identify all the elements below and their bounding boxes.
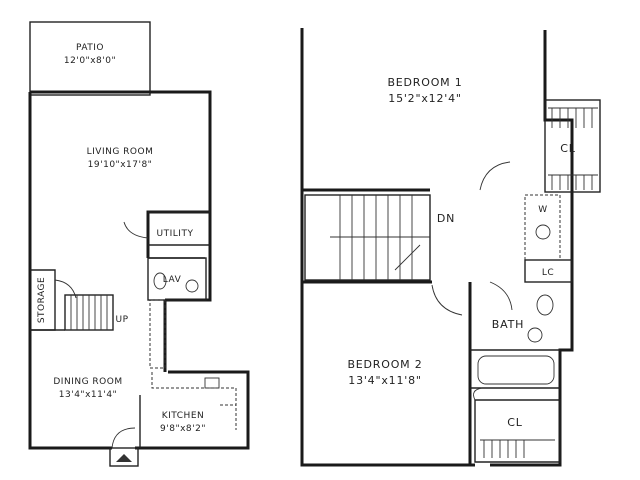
patio-label: PATIO bbox=[76, 43, 104, 53]
bedroom1-dims: 15'2"x12'4" bbox=[388, 92, 461, 105]
toilet-icon bbox=[153, 272, 167, 290]
bedroom1-door-swing bbox=[479, 161, 511, 191]
closet-2-label: CL bbox=[507, 416, 522, 429]
kitchen-label: KITCHEN bbox=[162, 411, 205, 421]
dining-room-dims: 13'4"x11'4" bbox=[59, 390, 117, 400]
bedroom1-label: BEDROOM 1 bbox=[387, 76, 462, 89]
bath-walls bbox=[470, 349, 560, 389]
closet-2-outline bbox=[474, 399, 561, 463]
bathtub-icon bbox=[477, 355, 555, 385]
patio-outline bbox=[29, 21, 151, 96]
closet-1-shelving bbox=[548, 107, 598, 190]
entry-arrow-icon bbox=[116, 454, 132, 462]
bath-sink-icon bbox=[527, 327, 543, 343]
stairs-down-outline bbox=[304, 194, 431, 281]
stairs-up-label: UP bbox=[115, 315, 128, 325]
utility-label: UTILITY bbox=[157, 229, 194, 239]
room-labels: PATIO 12'0"x8'0" LIVING ROOM 19'10"x17'8… bbox=[37, 43, 575, 434]
closet-2-shelving bbox=[480, 439, 555, 458]
living-room-dims: 19'10"x17'8" bbox=[88, 160, 153, 170]
closet-1-label: CL bbox=[560, 142, 575, 155]
stairs-up-treads bbox=[70, 295, 108, 330]
linen-closet-outline bbox=[524, 259, 573, 283]
bedroom2-label: BEDROOM 2 bbox=[347, 358, 422, 371]
stairs-down-label: DN bbox=[437, 212, 455, 225]
sink-icon bbox=[185, 279, 199, 293]
lav-label: LAV bbox=[163, 275, 182, 285]
kitchen-counter bbox=[151, 372, 237, 430]
kitchen-dims: 9'8"x8'2" bbox=[160, 424, 206, 434]
bath-toilet-icon bbox=[536, 294, 554, 316]
closet-1-outline bbox=[544, 99, 601, 193]
closet-2-door-swing bbox=[473, 387, 483, 401]
bath-label: BATH bbox=[492, 318, 524, 331]
lav-outline bbox=[147, 257, 207, 301]
entry-stoop bbox=[109, 447, 139, 467]
first-floor-plan bbox=[28, 21, 250, 467]
stair-railing bbox=[149, 299, 166, 369]
second-floor-plan bbox=[300, 28, 601, 467]
washer-icon bbox=[535, 224, 551, 240]
bedroom2-door-swing bbox=[431, 284, 463, 316]
washer-dryer-label: W bbox=[538, 205, 547, 215]
living-room-label: LIVING ROOM bbox=[87, 147, 154, 157]
linen-closet-label: LC bbox=[542, 268, 554, 278]
bedroom2-dims: 13'4"x11'8" bbox=[348, 374, 421, 387]
bath-door-swing bbox=[489, 281, 513, 311]
stairs-down-treads bbox=[330, 195, 430, 280]
entry-door-swing bbox=[111, 427, 136, 449]
patio-dims: 12'0"x8'0" bbox=[64, 56, 116, 66]
dining-room-label: DINING ROOM bbox=[53, 377, 122, 387]
storage-label: STORAGE bbox=[37, 277, 47, 323]
range-icon bbox=[204, 377, 220, 389]
utility-door-swing bbox=[123, 221, 149, 239]
